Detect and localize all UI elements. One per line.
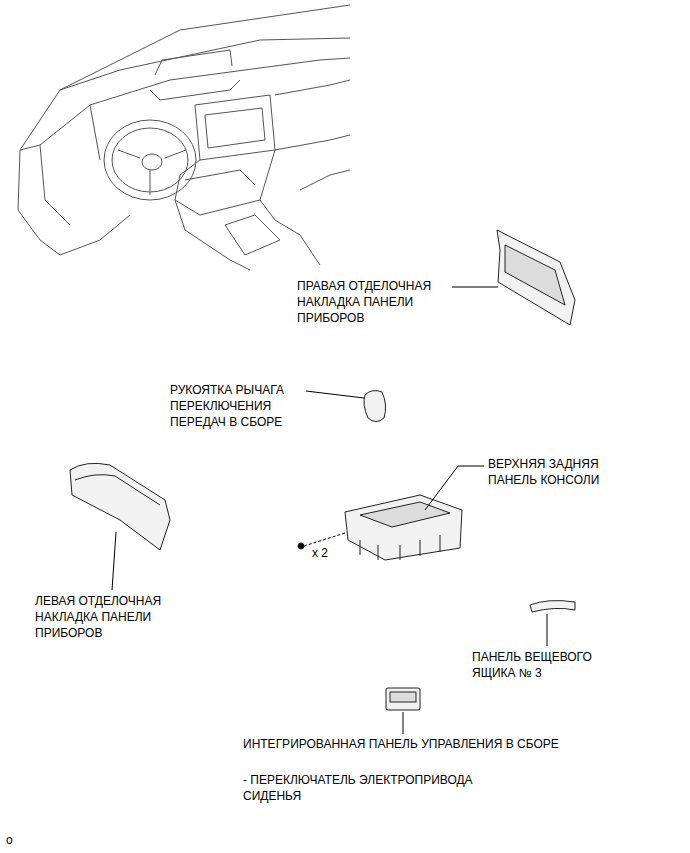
quantity-note: x 2 [312,545,352,561]
part-name: ПАНЕЛЬ ВЕЩЕВОГО ЯЩИКА № 3 [472,649,622,681]
part-name: РУКОЯТКА РЫЧАГА ПЕРЕКЛЮЧЕНИЯ ПЕРЕДАЧ В С… [170,382,305,430]
part-name: ИНТЕГРИРОВАННАЯ ПАНЕЛЬ УПРАВЛЕНИЯ В СБОР… [243,736,563,752]
part-name: ПРАВАЯ ОТДЕЛОЧНАЯ НАКЛАДКА ПАНЕЛИ ПРИБОР… [297,278,447,326]
part-name: ЛЕВАЯ ОТДЕЛОЧНАЯ НАКЛАДКА ПАНЕЛИ ПРИБОРО… [35,593,185,641]
dashboard-sketch [18,5,350,270]
part-sub-name: - ПЕРЕКЛЮЧАТЕЛЬ ЭЛЕКТРОПРИВОДА СИДЕНЬЯ [243,772,533,804]
part-name: ВЕРХНЯЯ ЗАДНЯЯ ПАНЕЛЬ КОНСОЛИ [488,456,628,488]
figure-mark: o [6,832,36,848]
